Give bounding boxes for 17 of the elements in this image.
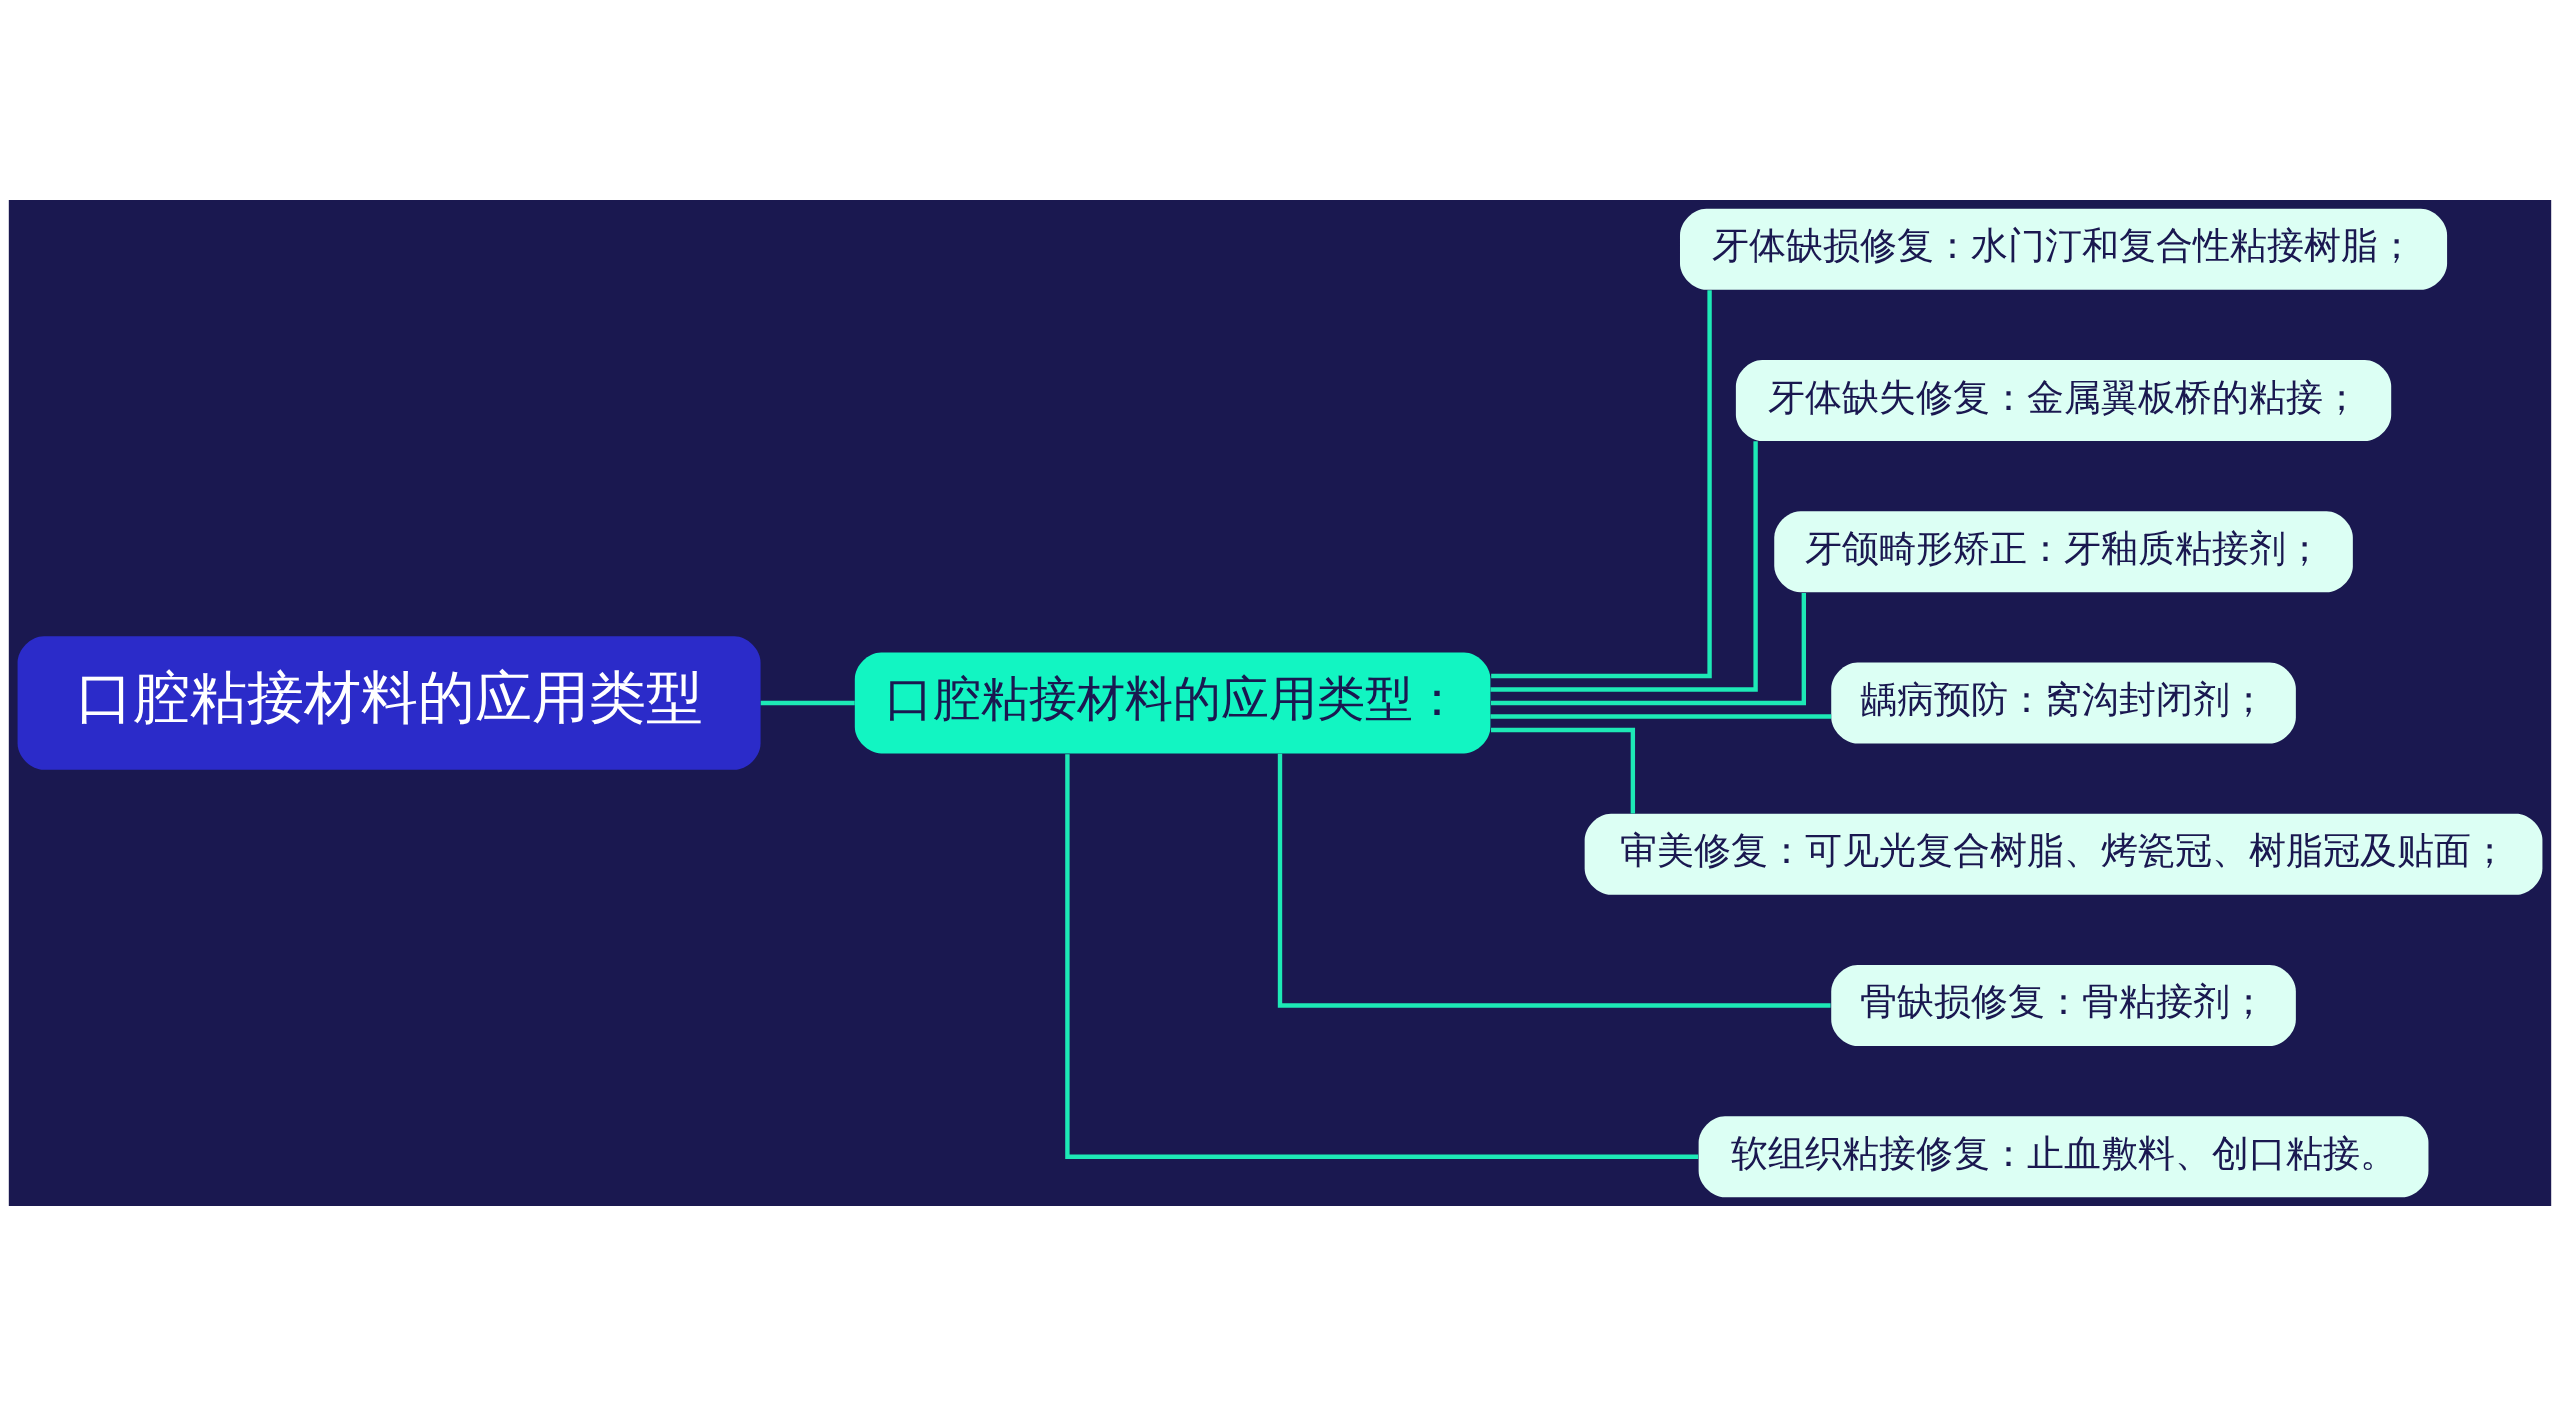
node-box: 牙体缺失修复：金属翼板桥的粘接； [1735,359,2392,441]
node-box: 软组织粘接修复：止血敷料、创口粘接。 [1698,1115,2429,1197]
node-box: 骨缺损修复：骨粘接剂； [1831,964,2296,1046]
node-box: 口腔粘接材料的应用类型： [854,652,1491,753]
connector [1490,713,1832,719]
connector [1277,753,1831,1008]
connector [1491,289,1712,678]
connector [1065,753,1699,1159]
node-box: 龋病预防：窝沟封闭剂； [1831,661,2296,744]
connector [760,700,855,705]
connector [1491,727,1636,814]
node-box: 牙颌畸形矫正：牙釉质粘接剂； [1774,510,2353,592]
node-box: 口腔粘接材料的应用类型 [17,635,761,770]
connector [1491,592,1806,705]
connector [1490,440,1758,692]
node-box: 牙体缺损修复：水门汀和复合性粘接树脂； [1680,208,2448,290]
node-box: 审美修复：可见光复合树脂、烤瓷冠、树脂冠及贴面； [1584,813,2543,895]
